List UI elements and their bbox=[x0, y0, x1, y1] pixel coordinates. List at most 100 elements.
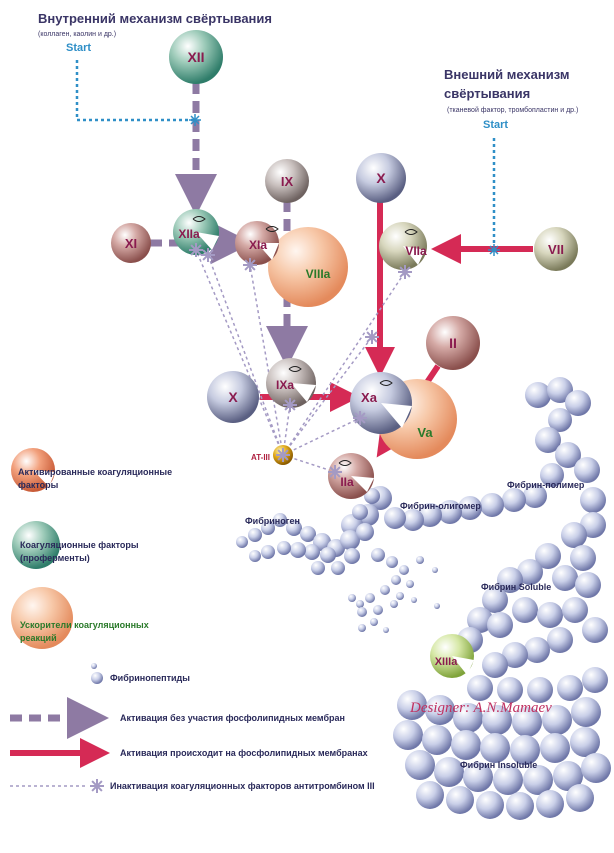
legend-accelerator-line1: Ускорители коагуляционных bbox=[20, 620, 149, 630]
fibrin-sphere bbox=[570, 545, 596, 571]
intrinsic-title: Внутренний механизм свёртывания bbox=[38, 11, 272, 26]
fibrin-sphere bbox=[527, 677, 553, 703]
eye-icon bbox=[404, 229, 418, 235]
star-icon bbox=[353, 411, 367, 425]
factor-viiia-circle bbox=[268, 227, 348, 307]
fibrin-sphere bbox=[537, 602, 563, 628]
fibrin-sphere bbox=[561, 522, 587, 548]
fibrin-sphere bbox=[300, 526, 316, 542]
fibrin-sphere bbox=[399, 565, 409, 575]
legend-star-icon bbox=[90, 779, 104, 793]
legend-activated-line2: факторы bbox=[18, 480, 59, 490]
fibrin-sphere bbox=[524, 637, 550, 663]
fibrin-sphere bbox=[458, 496, 482, 520]
fibrin-sphere bbox=[446, 786, 474, 814]
fibrin-sphere bbox=[416, 781, 444, 809]
factor-xia-label: XIa bbox=[249, 238, 267, 252]
factor-xi-circle bbox=[111, 223, 151, 263]
factor-x-top-circle bbox=[356, 153, 406, 203]
fibrin-sphere bbox=[311, 561, 325, 575]
fibrin-sphere bbox=[261, 545, 275, 559]
intrinsic-start: Start bbox=[66, 42, 92, 54]
fibrin-sphere bbox=[467, 607, 493, 633]
inactivation-star-group bbox=[189, 243, 412, 479]
star-icon bbox=[365, 330, 379, 344]
inactivation-lines bbox=[195, 249, 406, 473]
factor-xiiia-label: XIIIa bbox=[435, 656, 459, 668]
factor-ixa-label: IXa bbox=[276, 378, 294, 392]
fibrinogen-label: Фибриноген bbox=[245, 516, 300, 526]
fibrin-sphere bbox=[390, 600, 398, 608]
eye-icon bbox=[288, 366, 302, 372]
fibrin-sphere bbox=[416, 556, 424, 564]
factor-xa-label: Xa bbox=[361, 390, 378, 405]
start-marker-group bbox=[189, 114, 500, 256]
fibrin-sphere bbox=[340, 530, 360, 550]
factor-xiia-label: XIIa bbox=[178, 227, 200, 241]
eye-icon bbox=[192, 216, 206, 222]
fibrin-sphere bbox=[348, 594, 356, 602]
fibrin-sphere bbox=[535, 543, 561, 569]
legend-accelerator-swatch bbox=[11, 587, 73, 649]
fibrin-sphere bbox=[547, 377, 573, 403]
fibrin-sphere bbox=[304, 544, 320, 560]
legend-proenzyme-line2: (проферменты) bbox=[20, 553, 90, 563]
fibrin-network bbox=[236, 377, 611, 820]
fibrin-sphere bbox=[502, 488, 526, 512]
eye-icon bbox=[338, 460, 352, 466]
extrinsic-title-line1: Внешний механизм bbox=[444, 67, 570, 82]
fibrin-sphere bbox=[581, 753, 611, 783]
fibrin-sphere bbox=[370, 618, 378, 626]
fibrin-sphere bbox=[512, 597, 538, 623]
fibrin-sphere bbox=[553, 761, 583, 791]
fibrin-sphere bbox=[371, 548, 385, 562]
designer-credit: Designer: A.N.Mamaev bbox=[410, 700, 552, 716]
start-paths bbox=[75, 60, 496, 250]
fibrin-sphere bbox=[425, 695, 455, 725]
fibrin-sphere bbox=[451, 730, 481, 760]
fibrin-sphere bbox=[383, 627, 389, 633]
fibrin-sphere bbox=[480, 493, 504, 517]
fibrin-sphere bbox=[373, 605, 383, 615]
fibrin-sphere bbox=[536, 790, 564, 818]
fibrin-sphere bbox=[434, 603, 440, 609]
fibrin-sphere bbox=[482, 587, 508, 613]
factor-x-left-label: X bbox=[228, 389, 238, 405]
factor-ii-circle bbox=[426, 316, 480, 370]
fibrin-sphere bbox=[542, 705, 572, 735]
legend-activated-line1: Активированные коагуляционные bbox=[18, 467, 173, 477]
fibrin-sphere bbox=[493, 765, 523, 795]
legend-peptides: Фибринопептиды bbox=[110, 673, 190, 683]
fibrin-sphere bbox=[356, 523, 374, 541]
activation-wedges bbox=[196, 232, 425, 492]
fibrin-sphere bbox=[453, 703, 483, 733]
factor-x-top-label: X bbox=[376, 170, 386, 186]
fibrin-sphere bbox=[535, 427, 561, 453]
fibrin-sphere bbox=[574, 457, 600, 483]
legend-inactivation-label: Инактивация коагуляционных факторов анти… bbox=[110, 781, 375, 791]
fibrin-sphere bbox=[575, 572, 601, 598]
fibrin-sphere bbox=[365, 593, 375, 603]
star-icon bbox=[276, 448, 290, 462]
fibrin-sphere bbox=[331, 561, 345, 575]
fibrin-sphere bbox=[562, 597, 588, 623]
fibrin-sphere bbox=[463, 762, 493, 792]
fibrin-sphere bbox=[418, 503, 442, 527]
legend-proenzyme-line1: Коагуляционные факторы bbox=[20, 540, 139, 550]
star-icon bbox=[328, 465, 342, 479]
fibrin-sphere bbox=[523, 765, 553, 795]
fibrin-sphere bbox=[277, 541, 291, 555]
factor-xiiia-wedge bbox=[452, 656, 474, 675]
fibrin-sphere bbox=[391, 575, 401, 585]
fibrin-sphere bbox=[580, 487, 606, 513]
fibrin-sphere bbox=[248, 528, 262, 542]
factor-viiia-label: VIIIa bbox=[306, 267, 331, 281]
fibrin-sphere bbox=[476, 791, 504, 819]
legend-peptide-small bbox=[91, 663, 97, 669]
factor-xi-label: XI bbox=[125, 236, 137, 251]
legend-solid-arrow-label: Активация происходит на фосфолипидных ме… bbox=[120, 748, 368, 758]
factor-x-left-circle bbox=[207, 371, 259, 423]
fibrin-sphere bbox=[261, 521, 275, 535]
fibrin-oligomer-label: Фибрин-олигомер bbox=[400, 501, 481, 511]
